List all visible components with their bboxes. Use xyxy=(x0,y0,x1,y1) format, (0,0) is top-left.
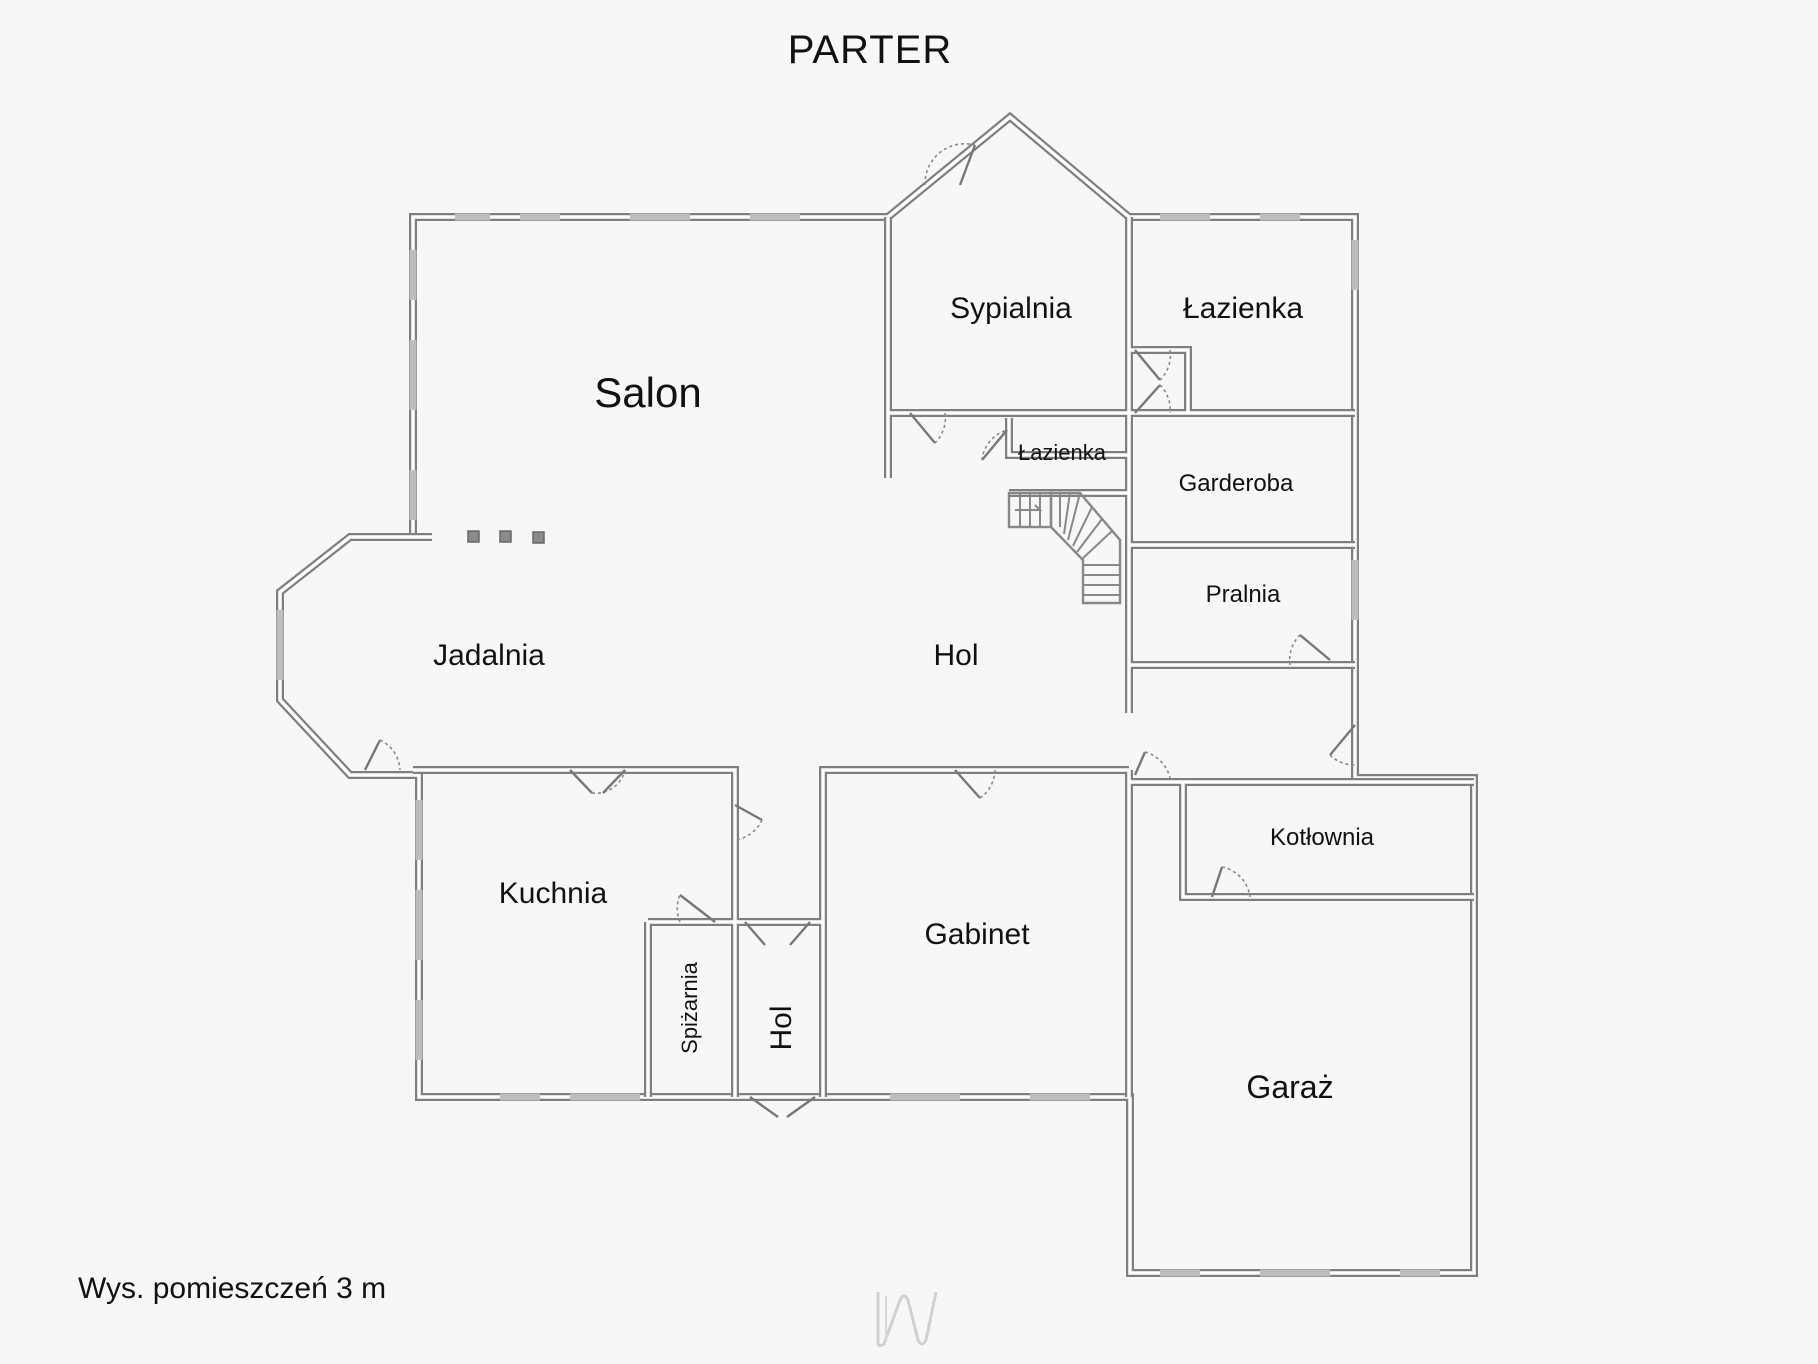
windows xyxy=(276,213,1440,1277)
door-swings xyxy=(363,142,1356,1118)
ceiling-height-note: Wys. pomieszczeń 3 m xyxy=(78,1272,387,1305)
door-swing-icon xyxy=(981,429,1008,461)
door-swing-icon xyxy=(734,803,763,841)
interior-walls-fill xyxy=(350,217,1474,1097)
door-swing-icon xyxy=(1288,634,1331,666)
logo-mark-icon xyxy=(876,1291,938,1348)
door-swing-icon xyxy=(1133,751,1171,779)
room-label-garaz: Garaż xyxy=(1246,1069,1333,1105)
room-label-lazienka-1: Łazienka xyxy=(1183,292,1303,325)
room-label-jadalnia: Jadalnia xyxy=(433,639,545,672)
room-label-sypialnia: Sypialnia xyxy=(950,292,1072,325)
room-label-pralnia: Pralnia xyxy=(1206,581,1281,608)
room-label-kotlownia: Kotłownia xyxy=(1270,824,1375,851)
room-label-hol-small: Hol xyxy=(765,1005,798,1050)
stairs-icon xyxy=(1007,491,1122,605)
room-label-gabinet: Gabinet xyxy=(924,918,1030,951)
door-swing-icon xyxy=(909,412,947,444)
room-label-kuchnia: Kuchnia xyxy=(499,877,608,910)
door-swing-icon xyxy=(954,769,996,799)
door-swing-icon xyxy=(749,1096,816,1118)
room-label-salon: Salon xyxy=(594,369,701,416)
door-swing-icon xyxy=(1329,724,1356,766)
door-swing-icon xyxy=(569,769,626,795)
room-label-spizarnia: Spiżarnia xyxy=(677,961,702,1053)
door-swing-icon xyxy=(363,739,401,771)
door-swing-icon xyxy=(924,142,977,186)
door-swing-icon xyxy=(676,894,716,923)
door-swing-icon xyxy=(1210,866,1251,898)
columns xyxy=(467,530,545,544)
room-label-lazienka-2: Łazienka xyxy=(1018,440,1107,465)
room-label-hol-main: Hol xyxy=(933,639,978,672)
room-label-garderoba: Garderoba xyxy=(1179,470,1294,497)
plan-title: PARTER xyxy=(787,28,953,72)
door-swing-icon xyxy=(744,921,811,946)
outer-walls xyxy=(276,111,1478,1277)
room-labels: Salon Sypialnia Łazienka Łazienka Garder… xyxy=(433,292,1375,1105)
door-swing-icon xyxy=(1134,349,1172,381)
door-swing-icon xyxy=(602,769,626,794)
door-swing-icon xyxy=(1134,384,1171,414)
